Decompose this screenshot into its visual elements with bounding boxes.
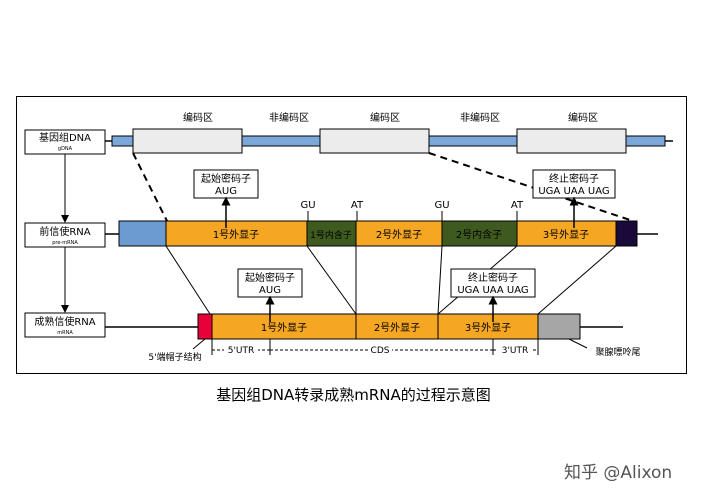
pre-mrna-title: 前信使RNA <box>39 225 90 238</box>
dim-bg-utr3 <box>498 344 532 355</box>
mature-exon-3-label: 3号外显子 <box>465 322 511 334</box>
pre-exon-2 <box>355 220 443 247</box>
splice-line-1 <box>165 245 211 315</box>
cap-pointer <box>192 338 206 350</box>
pre-mrna-subtitle: pre-mRNA <box>52 240 78 246</box>
diagram-frame: 基因组DNA gDNA 前信使RNA pre-mRNA 成熟信使RNA mRNA… <box>16 96 687 374</box>
mature-mrna-subtitle: mRNA <box>57 330 73 336</box>
dim-bg-cds <box>368 344 392 355</box>
mature-stop-codon-value: UGA UAA UAG <box>457 285 528 296</box>
label-5utr: 5'UTR <box>228 346 255 356</box>
mature-exon-2-label: 2号外显子 <box>374 322 420 334</box>
pre-intron-1-label: 1号内含子 <box>310 229 352 241</box>
label-3utr: 3'UTR <box>502 346 529 356</box>
gdna-subtitle: gDNA <box>58 146 73 152</box>
transcription-diagram: 基因组DNA gDNA 前信使RNA pre-mRNA 成熟信使RNA mRNA… <box>24 111 673 363</box>
pre-start-codon-label: 起始密码子 <box>201 172 251 185</box>
mature-exon-2 <box>355 313 439 340</box>
mature-stop-codon-box <box>450 268 536 298</box>
pre-intron-1 <box>306 220 357 247</box>
pre-start-codon-value: AUG <box>215 186 237 197</box>
gdna-label-coding-2: 编码区 <box>370 111 400 124</box>
mature-mrna-label-box <box>24 312 106 338</box>
projection-dashed-left <box>132 152 168 222</box>
mature-polya-tail <box>537 313 581 340</box>
splice-mark-at-1: AT <box>351 200 364 211</box>
mature-exon-1 <box>211 313 357 340</box>
pre-3utr-tail <box>615 220 638 247</box>
figure-caption: 基因组DNA转录成熟mRNA的过程示意图 <box>216 386 491 404</box>
pre-stop-codon-label: 终止密码子 <box>549 172 599 185</box>
pre-exon-3 <box>516 220 617 247</box>
pre-exon-1-label: 1号外显子 <box>213 229 259 241</box>
splice-mark-at-2: AT <box>511 200 524 211</box>
pre-stop-codon-value: UGA UAA UAG <box>538 186 609 197</box>
watermark: 知乎 @Alixon <box>564 463 673 483</box>
pre-exon-2-label: 2号外显子 <box>376 229 422 241</box>
pre-start-codon-box <box>193 169 259 199</box>
splice-line-2 <box>306 245 357 315</box>
label-cap-structure: 5'端帽子结构 <box>148 351 201 363</box>
mature-cap <box>197 313 213 340</box>
mature-start-codon-box <box>237 268 303 298</box>
polya-pointer <box>568 338 588 349</box>
mature-start-codon-label: 起始密码子 <box>245 271 295 284</box>
mature-exon-1-label: 1号外显子 <box>261 322 307 334</box>
gdna-label-coding-1: 编码区 <box>183 111 213 124</box>
mature-start-codon-value: AUG <box>259 285 281 296</box>
pre-5utr-segment <box>118 220 167 247</box>
pre-exon-1 <box>165 220 308 247</box>
gdna-coding-region-1 <box>132 128 243 154</box>
splice-line-4 <box>437 245 443 315</box>
dim-bg-utr5 <box>224 344 258 355</box>
gdna-label-noncoding-1: 非编码区 <box>269 111 309 124</box>
pre-intron-2-label: 2号内含子 <box>456 228 502 241</box>
pre-mrna-label-box <box>24 222 106 248</box>
splice-line-6 <box>537 245 617 315</box>
gdna-label-noncoding-2: 非编码区 <box>460 111 500 124</box>
mature-mrna-title: 成熟信使RNA <box>34 315 95 328</box>
pre-stop-codon-box <box>532 169 616 199</box>
pre-exon-3-label: 3号外显子 <box>543 229 589 241</box>
gdna-label-coding-3: 编码区 <box>568 111 598 124</box>
label-polya-tail: 聚腺嘌呤尾 <box>595 346 640 358</box>
pre-intron-2 <box>441 220 518 247</box>
gdna-coding-region-3 <box>516 128 627 154</box>
splice-mark-gu-1: GU <box>300 200 315 211</box>
label-cds: CDS <box>371 346 390 356</box>
mature-stop-codon-label: 终止密码子 <box>468 271 518 284</box>
gdna-coding-region-2 <box>319 128 430 154</box>
gdna-title: 基因组DNA <box>39 131 91 144</box>
splice-mark-gu-2: GU <box>434 200 449 211</box>
gdna-label-box <box>24 129 106 155</box>
